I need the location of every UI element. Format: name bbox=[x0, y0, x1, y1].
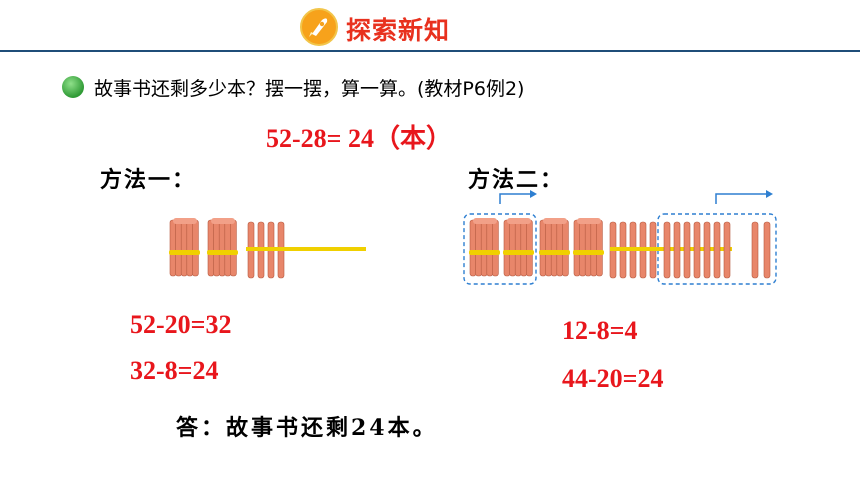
move-arrow-icon bbox=[715, 193, 766, 204]
band-bar bbox=[246, 247, 366, 251]
single-stick bbox=[751, 221, 759, 279]
single-stick bbox=[663, 221, 671, 279]
single-stick bbox=[713, 221, 721, 279]
single-stick bbox=[693, 221, 701, 279]
method1-equation-1: 52-20=32 bbox=[130, 310, 232, 339]
method2-equation-2: 44-20=24 bbox=[562, 364, 664, 393]
move-arrow-icon bbox=[499, 193, 530, 204]
highlight-box bbox=[657, 213, 777, 285]
method1-sticks-illustration bbox=[169, 218, 366, 279]
stick-bundle bbox=[469, 218, 500, 277]
single-stick bbox=[673, 221, 681, 279]
stick-bundle bbox=[169, 218, 200, 277]
single-stick bbox=[723, 221, 731, 279]
band-bar bbox=[610, 247, 732, 251]
method2-equation-1: 12-8=4 bbox=[562, 316, 638, 345]
method2-label: 方法二： bbox=[468, 167, 565, 193]
rocket-icon bbox=[300, 8, 338, 46]
method1-equation-2: 32-8=24 bbox=[130, 356, 219, 385]
stick-bundle bbox=[207, 218, 238, 277]
green-bullet-icon bbox=[62, 76, 84, 98]
header-divider bbox=[0, 50, 860, 52]
method2-sticks-illustration bbox=[463, 190, 777, 285]
main-equation: 52-28= 24（本） bbox=[266, 124, 452, 153]
answer-text: 答：故事书还剩24本。 bbox=[176, 415, 438, 441]
question-row: 故事书还剩多少本？摆一摆，算一算。(教材P6例2) bbox=[62, 72, 524, 102]
stick-bundle bbox=[573, 218, 604, 277]
stick-bundle bbox=[539, 218, 570, 277]
section-badge: 探索新知 bbox=[300, 6, 480, 46]
single-stick bbox=[763, 221, 771, 279]
single-stick bbox=[703, 221, 711, 279]
question-text: 故事书还剩多少本？摆一摆，算一算。(教材P6例2) bbox=[94, 77, 525, 100]
section-title: 探索新知 bbox=[346, 16, 451, 45]
single-stick bbox=[683, 221, 691, 279]
highlight-box bbox=[463, 213, 537, 285]
method1-label: 方法一： bbox=[100, 167, 197, 193]
stick-bundle bbox=[503, 218, 534, 277]
